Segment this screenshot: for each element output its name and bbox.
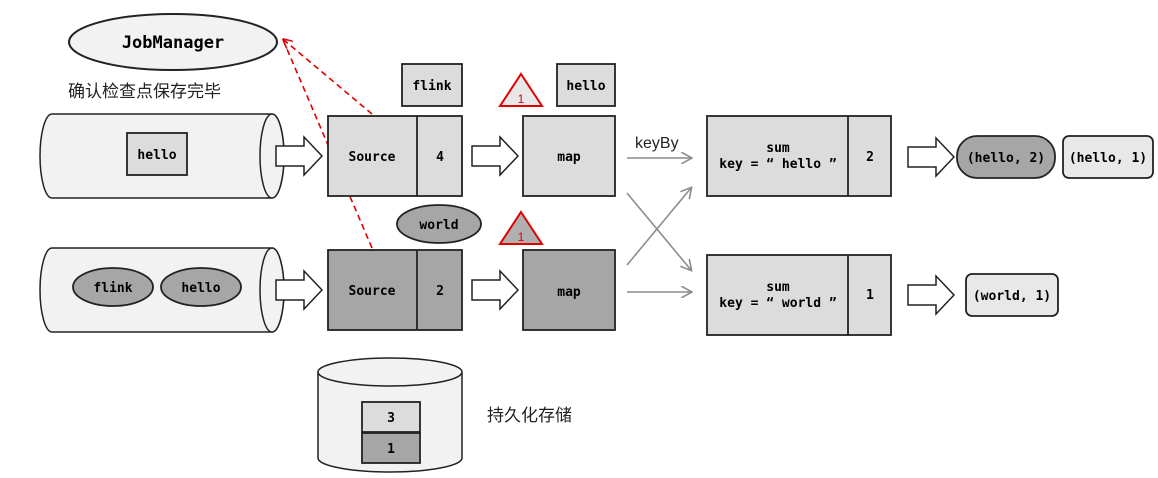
sum-node-hello: sum key = “ hello ” 2	[706, 115, 892, 197]
svg-text:(hello, 1): (hello, 1)	[1069, 151, 1147, 166]
flow-arrow	[907, 274, 956, 316]
in-flight-record: world	[396, 204, 482, 244]
flow-arrow	[275, 269, 324, 311]
queue-item	[126, 132, 188, 176]
checkpoint-confirm-label: 确认检查点保存完毕	[68, 82, 221, 102]
source-label: Source	[349, 150, 396, 165]
keyby-label: keyBy	[635, 135, 679, 152]
in-flight-record: hello	[556, 63, 616, 107]
sum-title: sum	[766, 141, 790, 156]
storage-value: 1	[387, 442, 395, 457]
sum-node-world: sum key = “ world ” 1	[706, 254, 892, 336]
barrier-id: 1	[518, 92, 525, 106]
checkpoint-barrier: 1	[498, 72, 544, 107]
map-node-bottom: map	[522, 249, 616, 331]
source-node-top: Source 4	[327, 115, 463, 197]
sum-key: key = “ hello ”	[719, 157, 836, 172]
flow-arrow	[471, 269, 520, 311]
queue-item-label: hello	[181, 281, 220, 296]
svg-text:(hello, 2): (hello, 2)	[967, 151, 1045, 166]
flow-arrow	[907, 136, 956, 178]
sum-key: key = “ world ”	[719, 296, 836, 311]
job-manager-label: JobManager	[122, 33, 224, 53]
svg-text:hello: hello	[566, 79, 605, 94]
persistent-storage-label: 持久化存储	[487, 406, 572, 426]
job-manager-node: JobManager	[68, 13, 278, 71]
svg-text:(world, 1): (world, 1)	[973, 289, 1051, 304]
shuffle-arrow	[626, 192, 691, 270]
barrier-id: 1	[518, 230, 525, 244]
source-label: Source	[349, 284, 396, 299]
source-offset: 2	[436, 284, 444, 299]
map-node-top: map	[522, 115, 616, 197]
source-node-bottom: Source 2	[327, 249, 463, 331]
persistent-storage-node: 3 1	[317, 357, 463, 473]
map-label: map	[557, 285, 581, 300]
sum-value: 1	[866, 288, 874, 303]
queue-item-label: hello	[137, 148, 176, 163]
svg-text:world: world	[419, 218, 458, 233]
in-flight-record: flink	[401, 63, 463, 107]
storage-slot	[361, 401, 421, 433]
checkpoint-barrier: 1	[498, 210, 544, 245]
checkpoint-ack-line	[284, 40, 373, 115]
map-label: map	[557, 150, 581, 165]
flow-arrow	[275, 135, 324, 177]
svg-text:flink: flink	[412, 79, 451, 94]
sum-value: 2	[866, 150, 874, 165]
input-queue-top: hello	[39, 113, 285, 199]
shuffle-arrow	[626, 188, 691, 266]
output-hello-current: (hello, 2)	[956, 135, 1056, 179]
queue-item	[72, 267, 154, 307]
source-offset: 4	[436, 150, 444, 165]
flow-arrow	[471, 135, 520, 177]
queue-item	[160, 267, 242, 307]
output-world: (world, 1)	[965, 273, 1059, 317]
output-hello-previous: (hello, 1)	[1062, 135, 1154, 179]
storage-value: 3	[387, 411, 395, 426]
storage-slot	[361, 432, 421, 464]
sum-title: sum	[766, 280, 790, 295]
input-queue-bottom: flink hello	[39, 247, 285, 333]
queue-item-label: flink	[93, 281, 132, 296]
